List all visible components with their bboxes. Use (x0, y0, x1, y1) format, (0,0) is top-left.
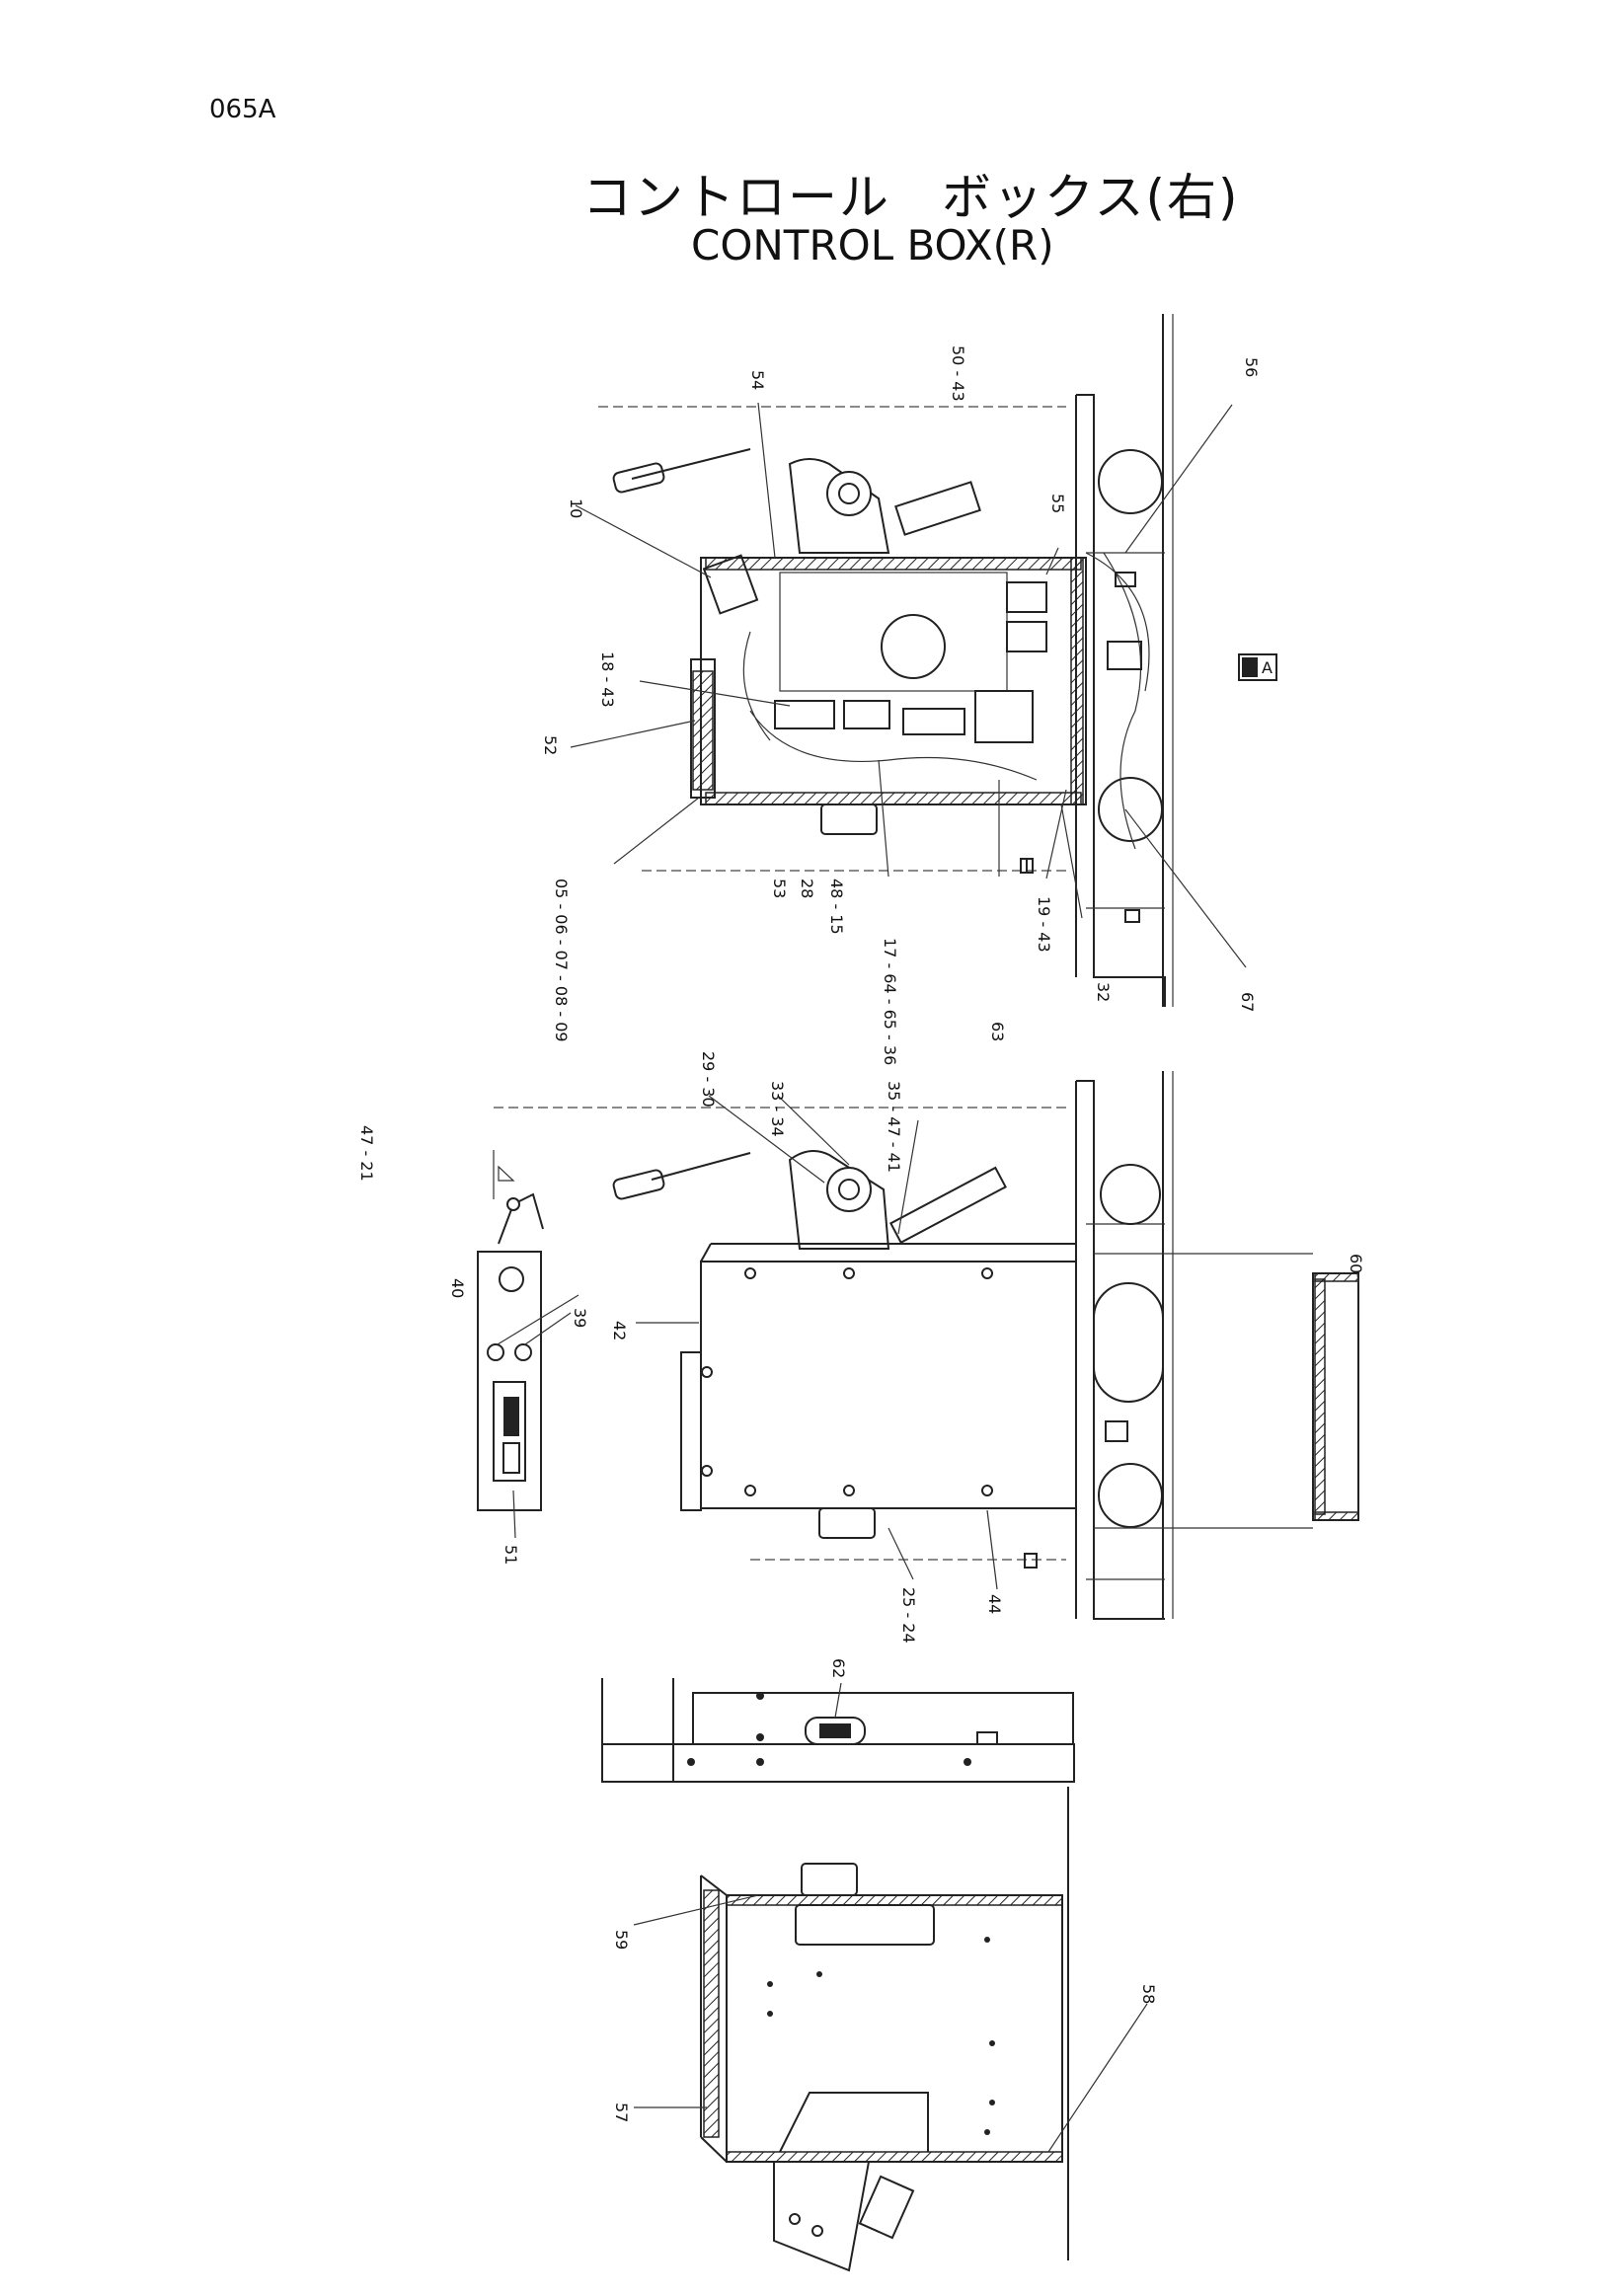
title-english: CONTROL BOX(R) (691, 221, 1054, 269)
callout-39: 39 (571, 1308, 589, 1328)
callout-44: 44 (985, 1594, 1004, 1614)
callout-29-30: 29 - 30 (699, 1051, 718, 1108)
callout-48-15: 48 - 15 (827, 879, 846, 935)
callout-19-43: 19 - 43 (1035, 896, 1053, 953)
callout-50-43: 50 - 43 (949, 345, 967, 402)
callout-57: 57 (612, 2103, 631, 2122)
callout-42: 42 (610, 1321, 629, 1340)
callout-63: 63 (988, 1022, 1007, 1041)
callout-52: 52 (541, 735, 560, 755)
callout-59: 59 (612, 1930, 631, 1950)
page-code: 065A (209, 95, 276, 124)
callout-40: 40 (448, 1278, 467, 1298)
callout-labels: 10 54 50 - 43 55 56 18 - 43 52 05 - 06 -… (357, 345, 1365, 2122)
callout-60: 60 (1347, 1254, 1365, 1273)
callout-58: 58 (1139, 1984, 1158, 2004)
leader-lines (493, 402, 1359, 2153)
callout-32: 32 (1094, 982, 1113, 1002)
callout-18-43: 18 - 43 (598, 651, 617, 708)
callout-25-24: 25 - 24 (899, 1587, 918, 1644)
exterior-view (494, 1071, 1359, 1620)
interior-view: A (598, 314, 1277, 1007)
open-box-view (700, 1787, 1069, 2272)
callout-17-36: 17 - 64 - 65 - 36 (881, 938, 899, 1065)
view-a-marker-box (1238, 653, 1277, 681)
title-japanese: コントロール ボックス(右) (582, 169, 1240, 226)
callout-51: 51 (501, 1545, 520, 1565)
callout-35-41: 35 - 47 - 41 (885, 1081, 903, 1173)
callout-54: 54 (748, 370, 767, 390)
callout-28: 28 (798, 879, 816, 898)
callout-62: 62 (829, 1658, 848, 1678)
view-a-marker-label: A (1262, 658, 1273, 677)
round-hole (1098, 777, 1163, 842)
callout-53: 53 (770, 879, 789, 898)
callout-47-21: 47 - 21 (357, 1125, 376, 1182)
callout-05-09: 05 - 06 - 07 - 08 - 09 (552, 879, 571, 1042)
rail-view (601, 1678, 1075, 1783)
callout-33-34: 33 - 34 (768, 1081, 787, 1137)
switch-panel-view (477, 1165, 544, 1511)
callout-10: 10 (567, 498, 585, 518)
callout-67: 67 (1238, 992, 1257, 1012)
callout-56: 56 (1242, 357, 1261, 377)
callout-55: 55 (1048, 494, 1067, 513)
round-hole (1098, 449, 1163, 514)
